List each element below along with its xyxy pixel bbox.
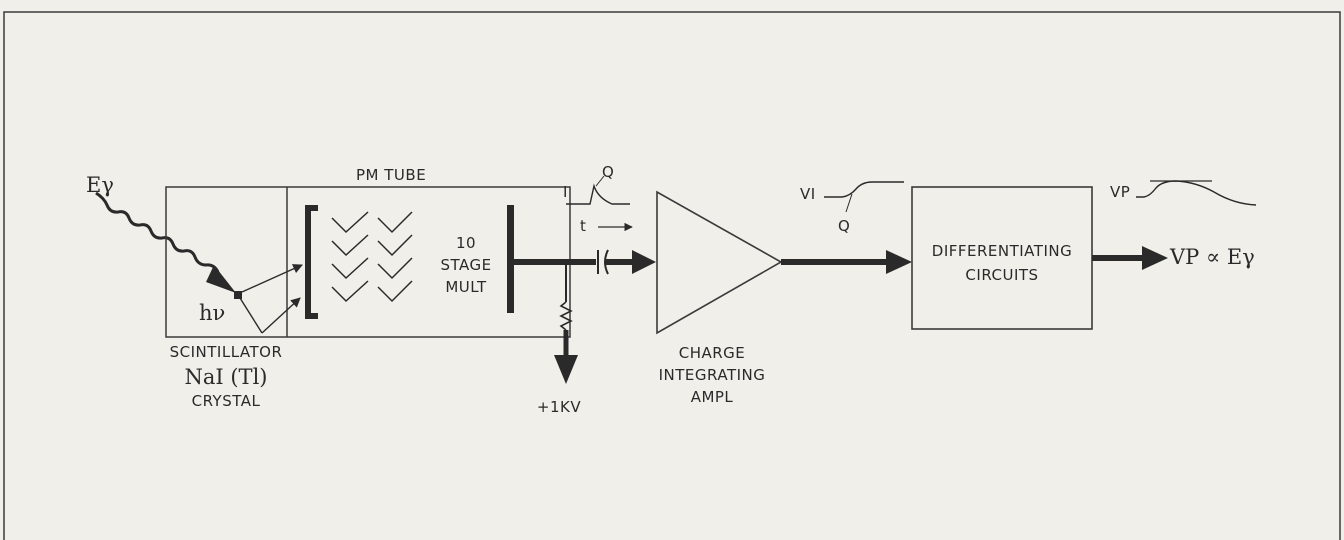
amplifier-label-line2: INTEGRATING <box>659 366 766 384</box>
scintillation-point <box>234 291 242 299</box>
dynode-array <box>331 211 413 303</box>
gamma-ray-arrowhead <box>206 265 236 293</box>
multiplier-label-line2: STAGE <box>440 256 491 274</box>
pulse-charge-label: Q <box>602 163 614 181</box>
output-arrowhead <box>1142 246 1168 270</box>
current-label: I <box>563 183 568 201</box>
multiplier-label-line3: MULT <box>445 278 487 296</box>
amp-output-arrowhead <box>886 250 912 274</box>
amp-input-arrowhead <box>632 250 656 274</box>
gamma-energy-label: Eγ <box>86 173 114 197</box>
integrated-voltage-label: VI <box>800 185 816 203</box>
crystal-caption: CRYSTAL <box>192 392 261 410</box>
current-pulse-trace <box>566 183 630 205</box>
output-pulse-trace <box>1136 180 1257 206</box>
integrated-pulse-trace <box>824 181 904 198</box>
integrated-charge-pointer <box>845 193 853 213</box>
anode-plate <box>507 205 514 313</box>
light-ray-upper <box>241 264 303 293</box>
time-label: t <box>580 217 586 235</box>
integrated-charge-label: Q <box>838 217 850 235</box>
photon-label: hν <box>199 301 225 325</box>
crystal-material-label: NaI (Tl) <box>185 365 268 389</box>
bias-arrowhead <box>554 355 578 384</box>
photocathode <box>305 205 318 319</box>
figure-frame <box>3 11 1341 540</box>
multiplier-label-line1: 10 <box>456 234 476 252</box>
bias-voltage-label: +1KV <box>537 398 581 416</box>
output-proportionality-label: VP ∝ Eγ <box>1169 245 1255 269</box>
scintillator-caption: SCINTILLATOR <box>170 343 283 361</box>
differentiator-label-line1: DIFFERENTIATING <box>932 242 1072 260</box>
pm-tube-title: PM TUBE <box>356 166 426 184</box>
charge-integrating-amplifier <box>656 190 783 335</box>
gamma-ray-path <box>95 191 220 273</box>
light-ray-lower-2 <box>261 297 301 334</box>
charge-pointer <box>595 175 605 187</box>
output-pulse-label: VP <box>1110 183 1130 201</box>
load-resistor <box>559 301 573 331</box>
coupling-capacitor-plate-2 <box>604 249 609 275</box>
amplifier-label-line1: CHARGE <box>679 344 746 362</box>
light-ray-lower-1 <box>239 297 263 334</box>
differentiator-label-line2: CIRCUITS <box>965 266 1038 284</box>
amplifier-label-line3: AMPL <box>691 388 734 406</box>
